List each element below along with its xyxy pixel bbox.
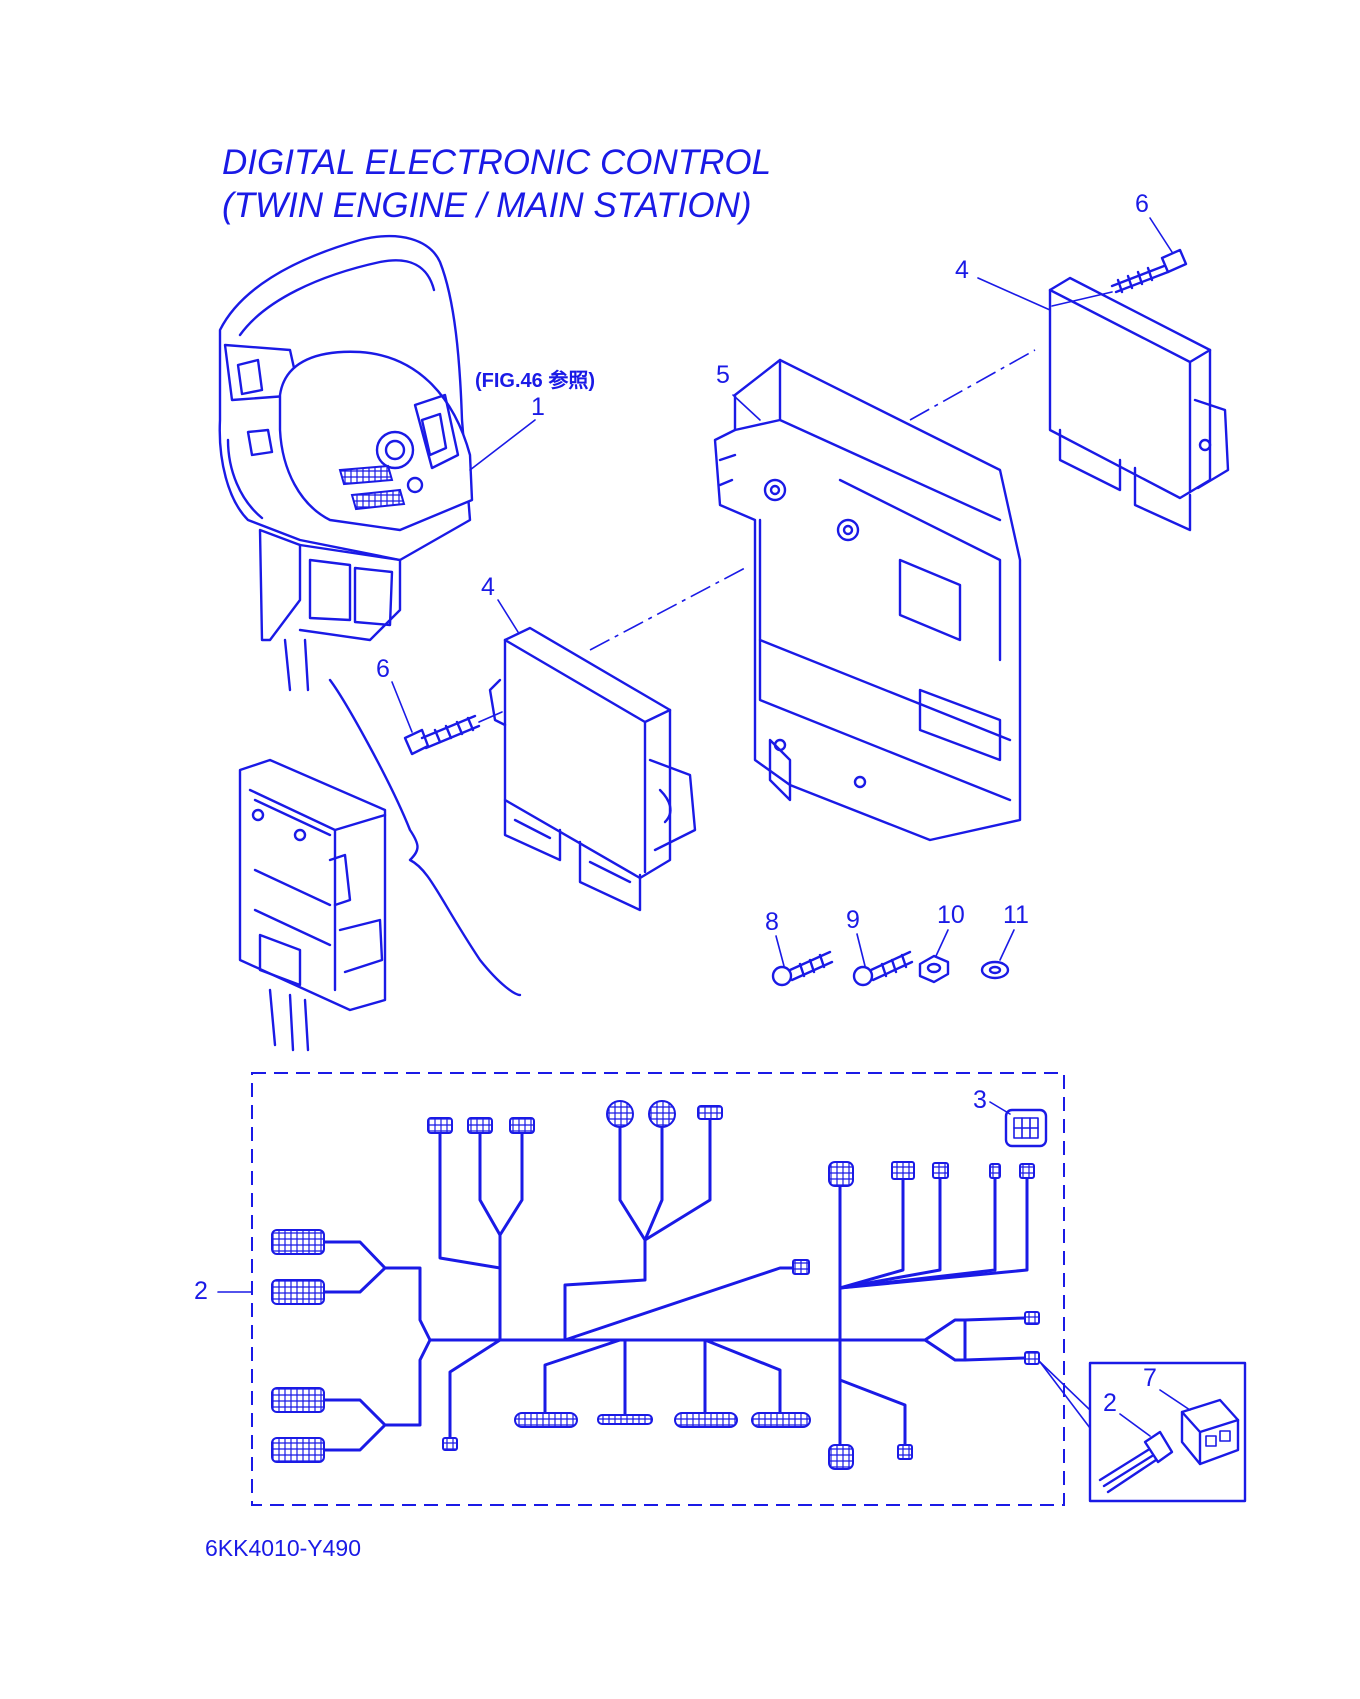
connector-right-1 [891,1161,915,1180]
connector-mid-small [792,1259,810,1275]
callout-7: 7 [1143,1364,1157,1392]
callout-2-connector: 2 [1103,1389,1117,1417]
bolt-right [1110,248,1188,294]
leader-5 [732,394,761,421]
bolt-left [403,714,481,756]
connector-top-1 [427,1117,453,1134]
remote-control-box [218,234,474,692]
connector-round-2 [648,1100,676,1128]
washer-11 [980,960,1010,980]
leader-2-connector [1119,1413,1151,1437]
alignment-line-left [589,567,746,651]
callout-4-right: 4 [955,256,969,284]
leader-1 [469,419,536,471]
leader-6-right [1149,217,1173,253]
figure-reference-label: (FIG.46 参照) [475,368,595,392]
leader-8 [775,935,785,967]
detail-box-coupler [1088,1361,1247,1503]
connector-left-2 [271,1279,325,1305]
connector-cap [1004,1108,1048,1148]
leader-9 [856,933,866,967]
callout-6-left: 6 [376,655,390,683]
harness-connectors [271,1100,1040,1470]
connector-bottom-2 [597,1414,653,1425]
connector-left-3 [271,1387,325,1413]
leader-3 [989,1101,1011,1115]
connector-top-2 [467,1117,493,1134]
coupler-detail [1180,1398,1240,1466]
callout-2-harness: 2 [194,1277,208,1305]
callout-8: 8 [765,908,779,936]
callout-5: 5 [716,361,730,389]
bracket [713,358,1022,842]
title-line-2: (TWIN ENGINE / MAIN STATION) [222,186,752,225]
leader-4-right [977,277,1051,311]
connector-bottom-right [897,1444,913,1460]
leader-11 [999,929,1015,961]
connector-bottom-1 [514,1412,578,1428]
connector-right-large-top [828,1161,854,1187]
connector-right-3 [989,1163,1001,1179]
callout-3: 3 [973,1086,987,1114]
leader-7 [1159,1389,1191,1411]
connector-top-4 [697,1105,723,1120]
leader-bolt-right-axis [1051,291,1113,307]
leader-4-left [497,599,519,633]
callout-4-left: 4 [481,573,495,601]
screw-9 [852,950,914,987]
nut-10 [918,954,950,984]
connector-round-1 [606,1100,634,1128]
leader-10 [935,929,949,957]
harness-connector-detail [1098,1430,1174,1494]
control-unit-left [488,626,697,912]
alignment-line-right [909,349,1036,421]
screw-8 [771,950,834,987]
wire-harness [323,1116,1029,1452]
connector-bottom-left [442,1437,458,1451]
callout-10: 10 [937,901,965,929]
callout-6-right: 6 [1135,190,1149,218]
diagram-title: DIGITAL ELECTRONIC CONTROL (TWIN ENGINE … [222,143,771,225]
connector-right-4 [1019,1163,1035,1179]
connector-left-4 [271,1437,325,1463]
control-unit-right [1048,276,1230,532]
leader-6-left [391,681,413,733]
detail-leader-upper [1039,1361,1091,1429]
connector-end-top [1024,1311,1040,1325]
connector-right-2 [932,1162,949,1179]
callout-9: 9 [846,906,860,934]
callout-11: 11 [1003,901,1029,929]
connector-top-3 [509,1117,535,1134]
connector-bottom-3 [674,1412,738,1428]
title-line-1: DIGITAL ELECTRONIC CONTROL [222,143,771,182]
connector-left-1 [271,1229,325,1255]
remote-control-lower-detail [238,758,387,1052]
leader-bolt-left-axis [478,711,503,723]
wire-harness-group-box [251,1072,1065,1506]
grouping-brace [328,678,522,997]
drawing-code: 6KK4010-Y490 [205,1535,361,1561]
connector-bottom-4 [751,1412,811,1428]
connector-right-large-bottom [828,1444,854,1470]
detail-leader-lower [1039,1361,1091,1411]
callout-1: 1 [531,393,545,421]
connector-end-bottom [1024,1351,1040,1365]
